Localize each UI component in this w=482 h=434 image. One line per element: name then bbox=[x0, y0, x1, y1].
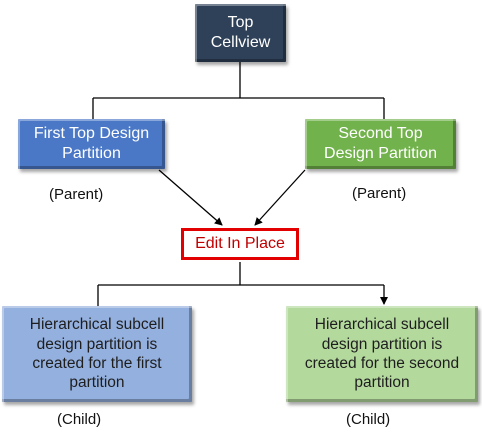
second-parent-tag: (Parent) bbox=[352, 185, 407, 202]
first-top-design-partition-box: First Top Design Partition bbox=[18, 119, 165, 169]
first-child-tag: (Child) bbox=[57, 411, 102, 428]
second-top-design-partition-box: Second Top Design Partition bbox=[305, 119, 456, 169]
second-partition-to-edit-arrow bbox=[254, 169, 306, 226]
second-child-partition-box: Hierarchical subcell design partition is… bbox=[286, 306, 478, 402]
edit-in-place-box: Edit In Place bbox=[181, 228, 299, 260]
top-cellview-label: Top Cellview bbox=[210, 14, 271, 51]
second-partition-label: Second Top Design Partition bbox=[324, 125, 437, 162]
edit-to-children-connector bbox=[97, 262, 384, 306]
first-parent-tag: (Parent) bbox=[49, 186, 104, 203]
top-to-partitions-connector bbox=[92, 62, 385, 119]
top-cellview-box: Top Cellview bbox=[195, 4, 286, 62]
second-child-label: Hierarchical subcell design partition is… bbox=[304, 316, 460, 392]
first-child-partition-box: Hierarchical subcell design partition is… bbox=[2, 306, 192, 402]
first-partition-to-edit-arrow bbox=[158, 169, 223, 226]
first-child-label: Hierarchical subcell design partition is… bbox=[29, 316, 165, 392]
second-child-tag: (Child) bbox=[346, 411, 391, 428]
edit-in-place-label: Edit In Place bbox=[195, 235, 285, 252]
first-partition-label: First Top Design Partition bbox=[33, 125, 150, 162]
